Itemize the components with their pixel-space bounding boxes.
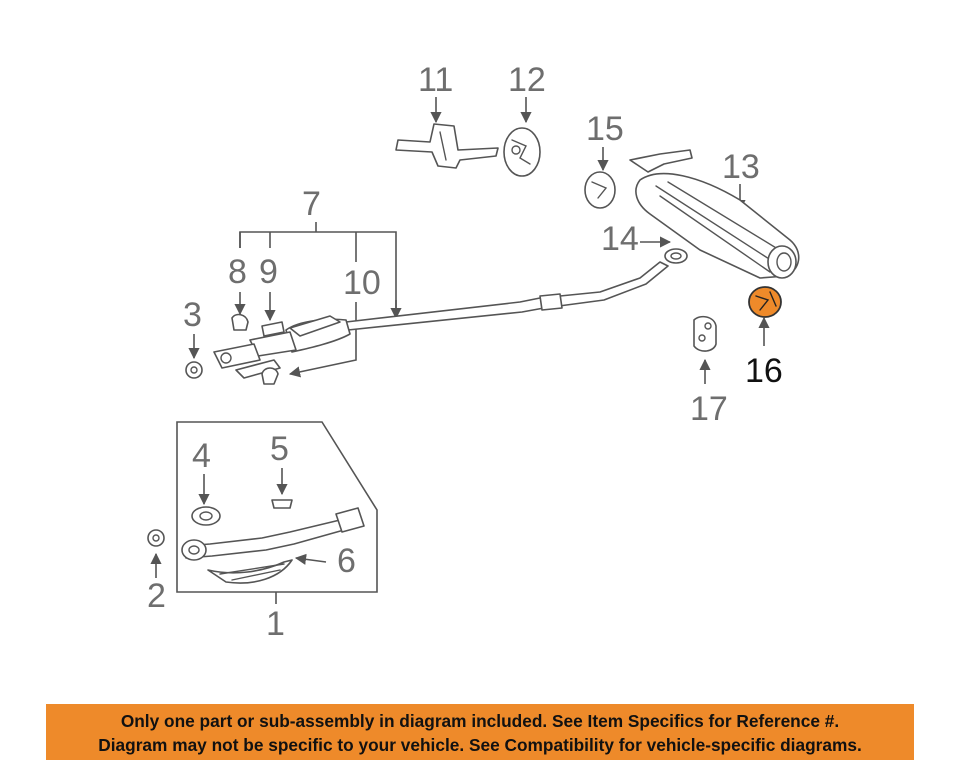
front-pipe-inset-box [176,421,378,593]
part-16-hanger[interactable] [748,286,782,318]
part-14-gasket[interactable] [664,248,688,264]
part-9-bracket[interactable] [261,321,285,337]
leader-6 [294,553,327,565]
part-6-heat-shield[interactable] [207,559,293,584]
part-3-nut[interactable] [185,361,203,379]
exhaust-system-diagram: 11 12 15 13 7 14 8 9 10 3 16 17 4 5 6 2 … [147,61,800,643]
callout-12[interactable]: 12 [508,61,546,99]
callout-11[interactable]: 11 [418,61,453,99]
part-11-bracket[interactable] [395,123,499,169]
callout-13[interactable]: 13 [722,148,760,186]
callout-1[interactable]: 1 [266,605,285,643]
callout-5[interactable]: 5 [270,430,289,468]
part-front-pipe[interactable] [181,507,365,561]
callout-3[interactable]: 3 [183,296,202,334]
callout-16[interactable]: 16 [745,352,783,390]
callout-10[interactable]: 10 [343,264,381,302]
part-13-muffler[interactable] [629,149,800,279]
disclaimer-banner: Only one part or sub-assembly in diagram… [46,704,914,760]
callout-2[interactable]: 2 [147,577,166,615]
part-10-clamp[interactable] [261,367,279,385]
callout-14[interactable]: 14 [601,220,639,258]
disclaimer-line-2: Diagram may not be specific to your vehi… [98,735,862,755]
callout-8[interactable]: 8 [228,253,247,291]
part-4-gasket[interactable] [191,506,221,526]
part-16-fill [748,286,782,318]
callout-15[interactable]: 15 [586,110,624,148]
part-12-hanger[interactable] [503,127,541,177]
part-7-center-pipe[interactable] [213,261,669,379]
callout-9[interactable]: 9 [259,253,278,291]
callout-6[interactable]: 6 [337,542,356,580]
callout-7[interactable]: 7 [302,185,321,223]
disclaimer-line-1: Only one part or sub-assembly in diagram… [120,711,840,731]
part-17-hanger[interactable] [693,315,717,352]
part-5-clip[interactable] [271,499,293,509]
part-8-gasket[interactable] [231,313,249,331]
part-15-hanger[interactable] [584,171,616,209]
callout-17[interactable]: 17 [690,390,728,428]
callout-4[interactable]: 4 [192,437,211,475]
part-2-nut[interactable] [147,529,165,547]
